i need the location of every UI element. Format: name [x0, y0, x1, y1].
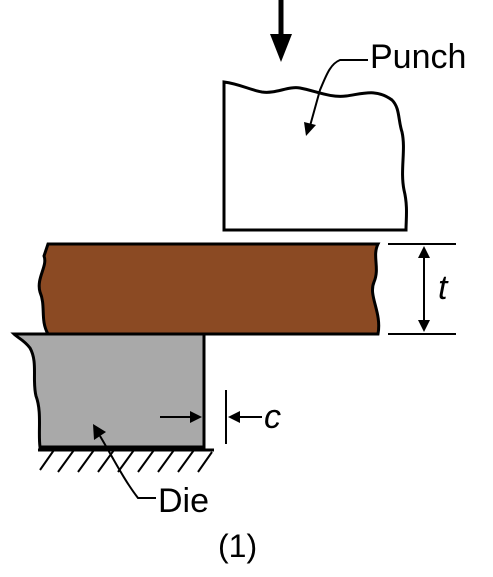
die-leader	[99, 435, 156, 499]
die-leader-arrowhead	[93, 424, 106, 440]
clearance-dimension	[160, 390, 262, 444]
sheet-metal	[37, 242, 381, 336]
clearance-label: c	[264, 398, 281, 436]
punch-leader-arrowhead	[304, 122, 316, 136]
die	[10, 332, 206, 449]
down-arrow-icon	[270, 0, 292, 62]
punch	[222, 80, 408, 232]
die-label: Die	[158, 482, 210, 520]
thickness-label: t	[438, 269, 448, 307]
thickness-dimension	[388, 243, 456, 335]
ground-hatch-icon	[38, 448, 214, 473]
figure-caption: (1)	[218, 528, 258, 564]
punch-leader	[309, 59, 368, 127]
punch-label: Punch	[370, 38, 467, 76]
